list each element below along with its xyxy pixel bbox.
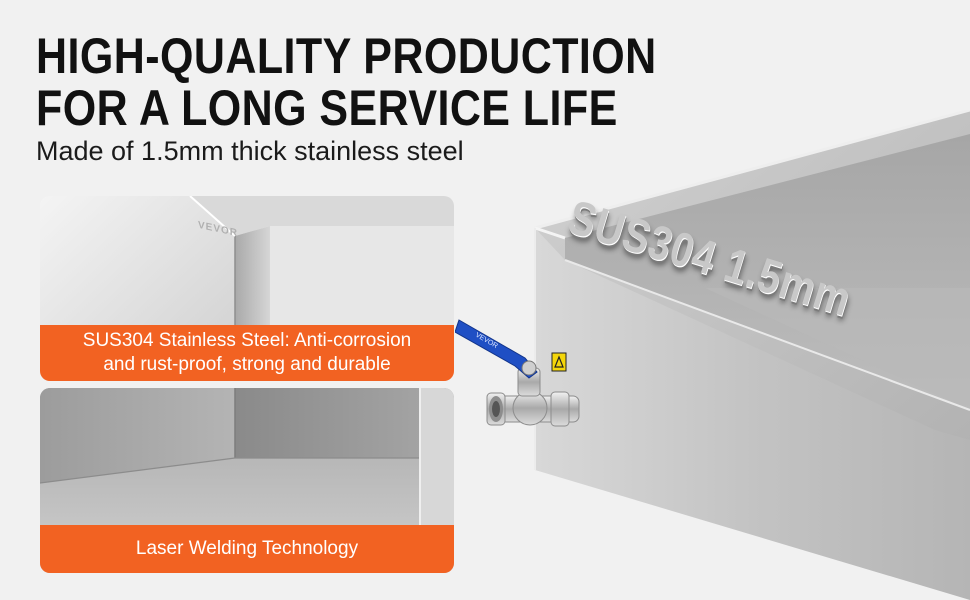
subheadline: Made of 1.5mm thick stainless steel <box>36 136 464 166</box>
stainless-steel-caption: SUS304 Stainless Steel: Anti-corrosion a… <box>40 325 454 381</box>
caption-line-2: and rust-proof, strong and durable <box>103 354 391 375</box>
stainless-steel-card: VEVOR SUS304 Stainless Steel: Anti-corro… <box>40 196 454 381</box>
ball-valve: VEVOR <box>455 319 580 427</box>
tray-front-wall <box>535 228 970 600</box>
headline-line-1: HIGH-QUALITY PRODUCTION <box>36 28 657 84</box>
headline-line-2: FOR A LONG SERVICE LIFE <box>36 80 618 136</box>
headline: HIGH-QUALITY PRODUCTION FOR A LONG SERVI… <box>36 30 657 134</box>
steel-tray-illustration: VEVOR <box>455 110 970 600</box>
laser-welding-card: Laser Welding Technology <box>40 388 454 573</box>
valve-handle <box>455 319 538 379</box>
laser-welding-caption: Laser Welding Technology <box>40 525 454 573</box>
caption-line-1: SUS304 Stainless Steel: Anti-corrosion <box>82 330 412 351</box>
caption-text: Laser Welding Technology <box>135 538 359 559</box>
